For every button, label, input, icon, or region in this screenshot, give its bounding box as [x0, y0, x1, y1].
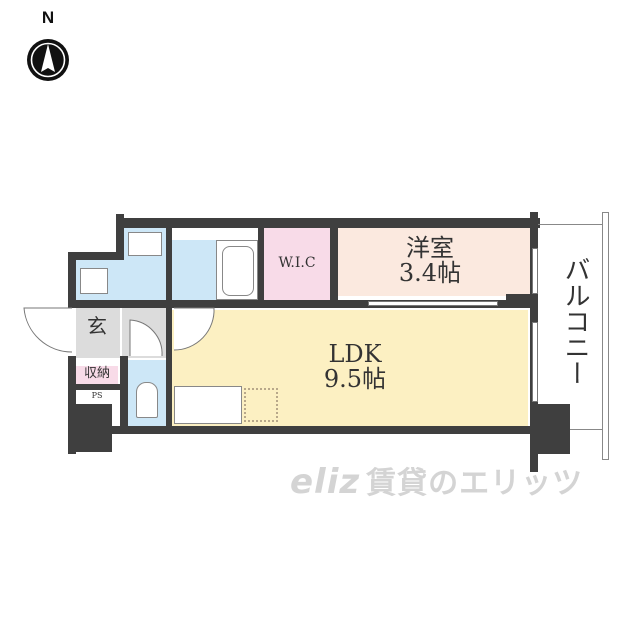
window-western: [532, 248, 538, 294]
wall-storage-ps: [76, 384, 120, 390]
north-arrow-icon: [27, 39, 69, 81]
wall-right-column: [530, 404, 570, 454]
north-compass: N: [22, 8, 74, 88]
balcony-rail-outer: [602, 212, 609, 460]
wall-toilet-right: [166, 308, 172, 430]
wall-top-left-stub: [116, 214, 124, 260]
wash-basin: [128, 232, 162, 256]
entrance-door-swing: [23, 307, 73, 353]
balcony-rail-top: [538, 224, 602, 225]
north-label: N: [41, 8, 55, 27]
western-room-size: 3.4帖: [398, 259, 462, 288]
sliding-door-ldk-room: [368, 301, 498, 306]
toilet-fixture: [136, 382, 158, 418]
wall-toilet-left: [120, 356, 128, 430]
entrance-fill: [76, 308, 120, 358]
watermark-logo: eliz: [290, 462, 361, 502]
ldk-name: LDK: [328, 340, 382, 368]
storage-fill: [76, 366, 118, 384]
western-room-label: 洋室 3.4帖: [380, 234, 480, 288]
ldk-door-swing: [173, 307, 215, 351]
wall-washroom-bottom: [68, 300, 172, 308]
wall-ps-block: [68, 404, 112, 452]
ps-label: PS: [91, 391, 103, 400]
toilet-door-swing: [129, 319, 163, 357]
wic-label: W.I.C: [278, 255, 316, 271]
wall-wash-bath: [166, 228, 172, 308]
watermark-text: 賃貸のエリッツ: [366, 466, 584, 501]
balcony-rail-bottom: [570, 429, 602, 430]
wic-fill: [264, 228, 330, 300]
ldk-label: LDK 9.5帖: [305, 340, 405, 394]
washing-machine: [80, 268, 108, 294]
bathtub: [216, 240, 258, 300]
storage-label: 収納: [83, 366, 110, 381]
entrance-label: 玄: [87, 314, 107, 338]
western-room-fill: [338, 228, 530, 296]
window-ldk: [532, 322, 538, 402]
western-room-name: 洋室: [406, 234, 454, 262]
ldk-size: 9.5帖: [323, 365, 387, 394]
wall-bath-wic: [258, 228, 264, 308]
fridge-space: [244, 388, 278, 422]
wall-left-vertical-upper: [68, 252, 76, 308]
wall-mid-horizontal: [166, 300, 530, 308]
wall-left-upper: [68, 252, 124, 260]
wall-bottom: [112, 426, 530, 434]
kitchen-counter: [174, 386, 242, 424]
wall-mid-right-block: [506, 294, 534, 308]
wall-top: [116, 218, 540, 228]
balcony-label: バルコニー: [560, 256, 590, 386]
wall-wic-room: [330, 228, 338, 300]
